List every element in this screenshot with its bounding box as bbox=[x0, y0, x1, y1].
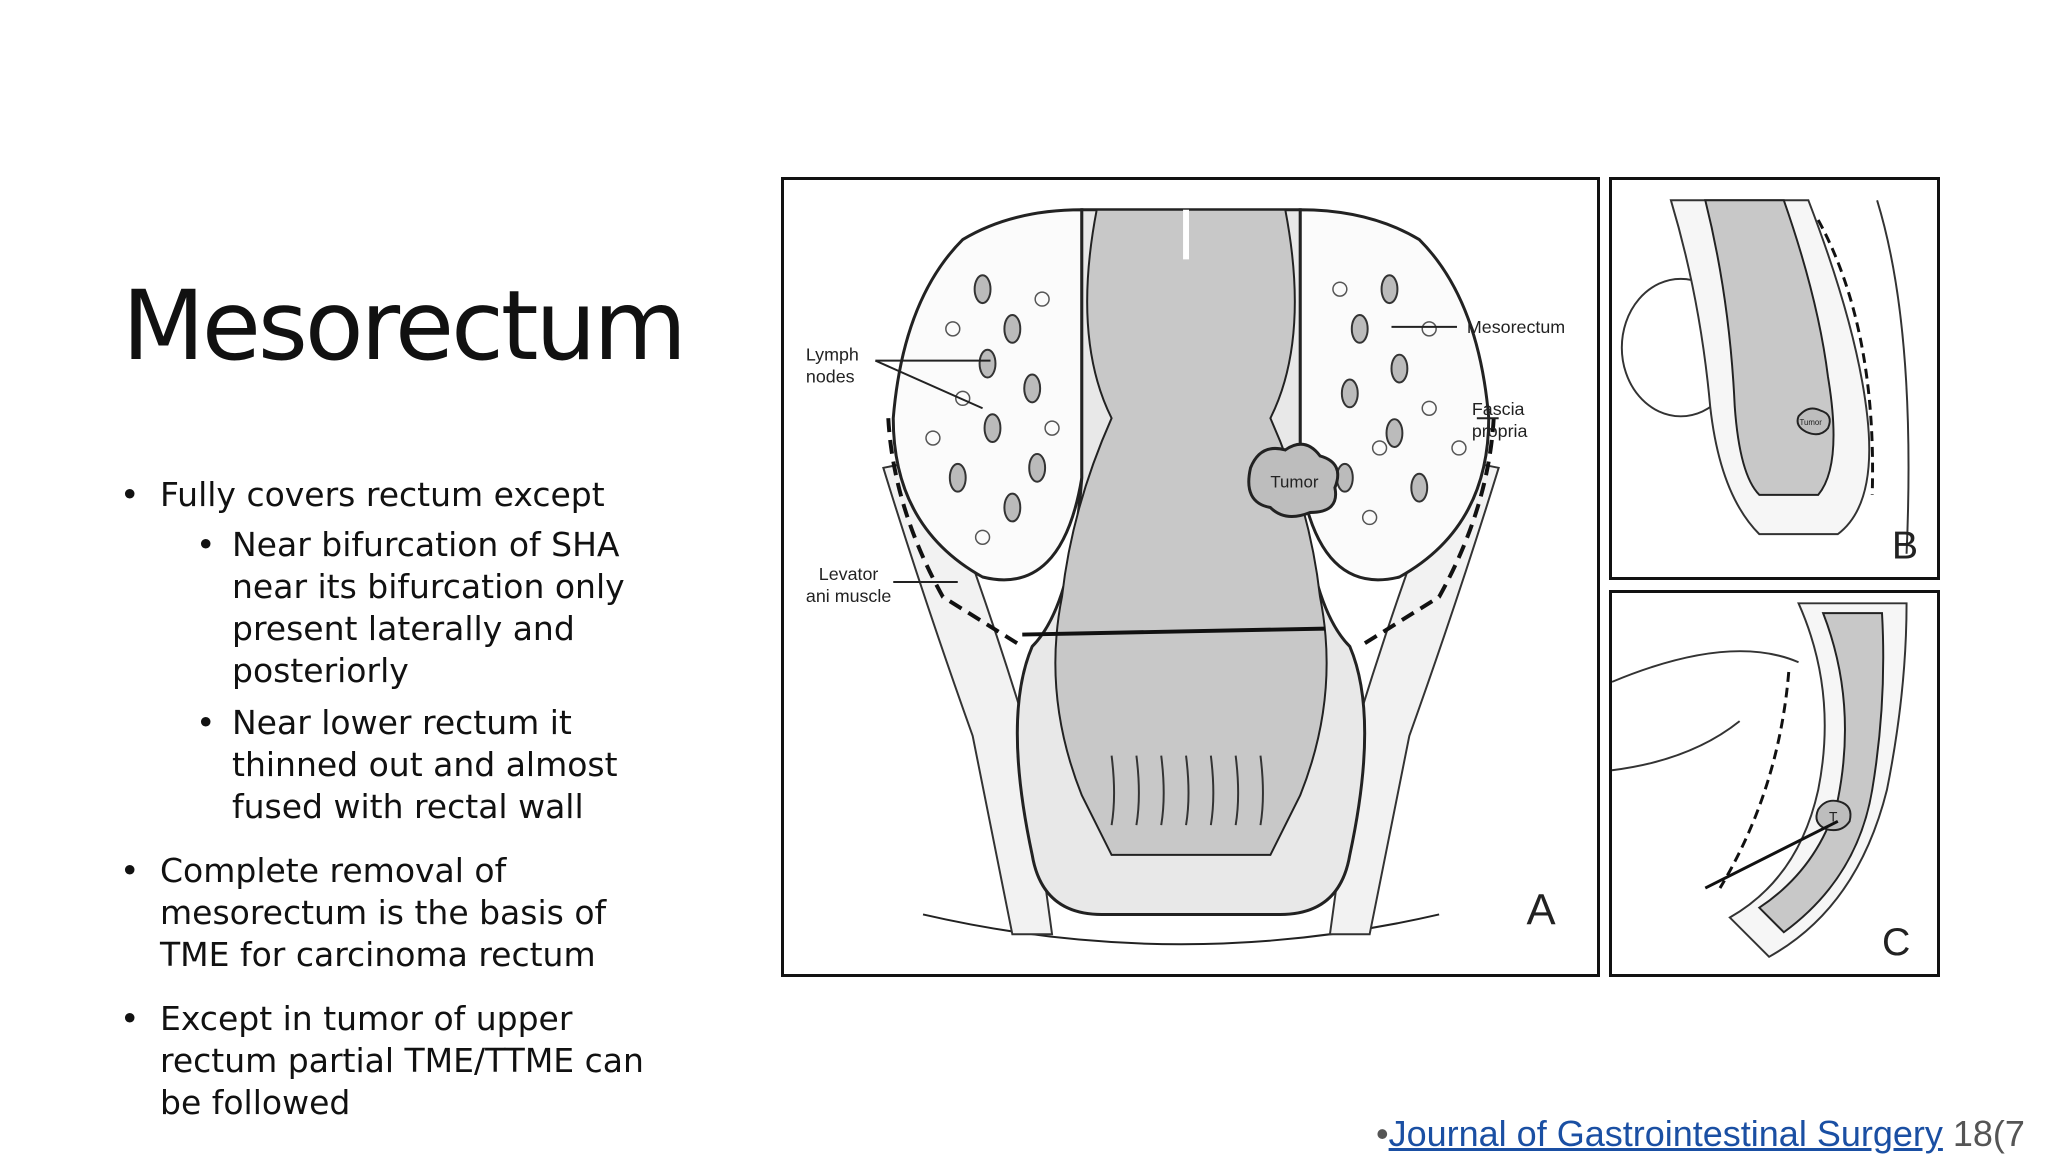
slide-title: Mesorectum bbox=[122, 270, 687, 382]
lymph-nodes-label-line1: Lymph bbox=[806, 345, 859, 365]
bullet-list: Fully covers rectum except Near bifurcat… bbox=[118, 474, 678, 1146]
rectum-coronal-illustration: Tumor Lymph nodes Mesorectum Fascia prop… bbox=[806, 208, 1565, 946]
journal-link[interactable]: Journal of Gastrointestinal Surgery bbox=[1388, 1113, 1943, 1154]
bullet-item: Fully covers rectum except Near bifurcat… bbox=[118, 474, 678, 828]
tumor-label-c: T bbox=[1829, 809, 1838, 824]
tumor-label-b: Tumor bbox=[1800, 418, 1823, 427]
panel-letter-c: C bbox=[1882, 920, 1910, 964]
citation-suffix: 18(7 bbox=[1942, 1113, 2025, 1154]
tumor-label: Tumor bbox=[1270, 473, 1318, 492]
lymph-nodes-label-line2: nodes bbox=[806, 366, 855, 386]
sub-bullet-text: Near lower rectum it thinned out and alm… bbox=[232, 703, 618, 826]
bullet-item: Except in tumor of upper rectum partial … bbox=[118, 998, 678, 1124]
sub-bullet-text: Near bifurcation of SHA near its bifurca… bbox=[232, 525, 625, 690]
figure-panel-c: T C bbox=[1609, 590, 1940, 977]
bullet-item: Complete removal of mesorectum is the ba… bbox=[118, 850, 678, 976]
panel-letter-a: A bbox=[1526, 885, 1556, 934]
levator-ani-label-line1: Levator bbox=[819, 564, 879, 584]
levator-ani-label-line2: ani muscle bbox=[806, 586, 891, 606]
sub-bullet-item: Near lower rectum it thinned out and alm… bbox=[196, 702, 678, 828]
bullet-text: Fully covers rectum except bbox=[160, 475, 605, 514]
figure-panel-a: Tumor Lymph nodes Mesorectum Fascia prop… bbox=[781, 177, 1600, 977]
figure-panel-b: Tumor B bbox=[1609, 177, 1940, 580]
fascia-propria-label-line1: Fascia bbox=[1472, 399, 1525, 419]
panel-letter-b: B bbox=[1892, 524, 1918, 568]
sub-bullet-item: Near bifurcation of SHA near its bifurca… bbox=[196, 524, 678, 692]
bullet-text: Except in tumor of upper rectum partial … bbox=[160, 999, 644, 1122]
fascia-propria-label-line2: propria bbox=[1472, 421, 1528, 441]
rectum-sagittal-illustration-c: T C bbox=[1612, 602, 1910, 964]
bullet-text: Complete removal of mesorectum is the ba… bbox=[160, 851, 607, 974]
citation-bullet: • bbox=[1376, 1113, 1389, 1154]
rectum-sagittal-illustration-b: Tumor B bbox=[1620, 199, 1918, 568]
citation: •Journal of Gastrointestinal Surgery 18(… bbox=[1376, 1113, 2025, 1155]
mesorectum-label: Mesorectum bbox=[1467, 317, 1565, 337]
sub-bullet-list: Near bifurcation of SHA near its bifurca… bbox=[160, 524, 678, 828]
